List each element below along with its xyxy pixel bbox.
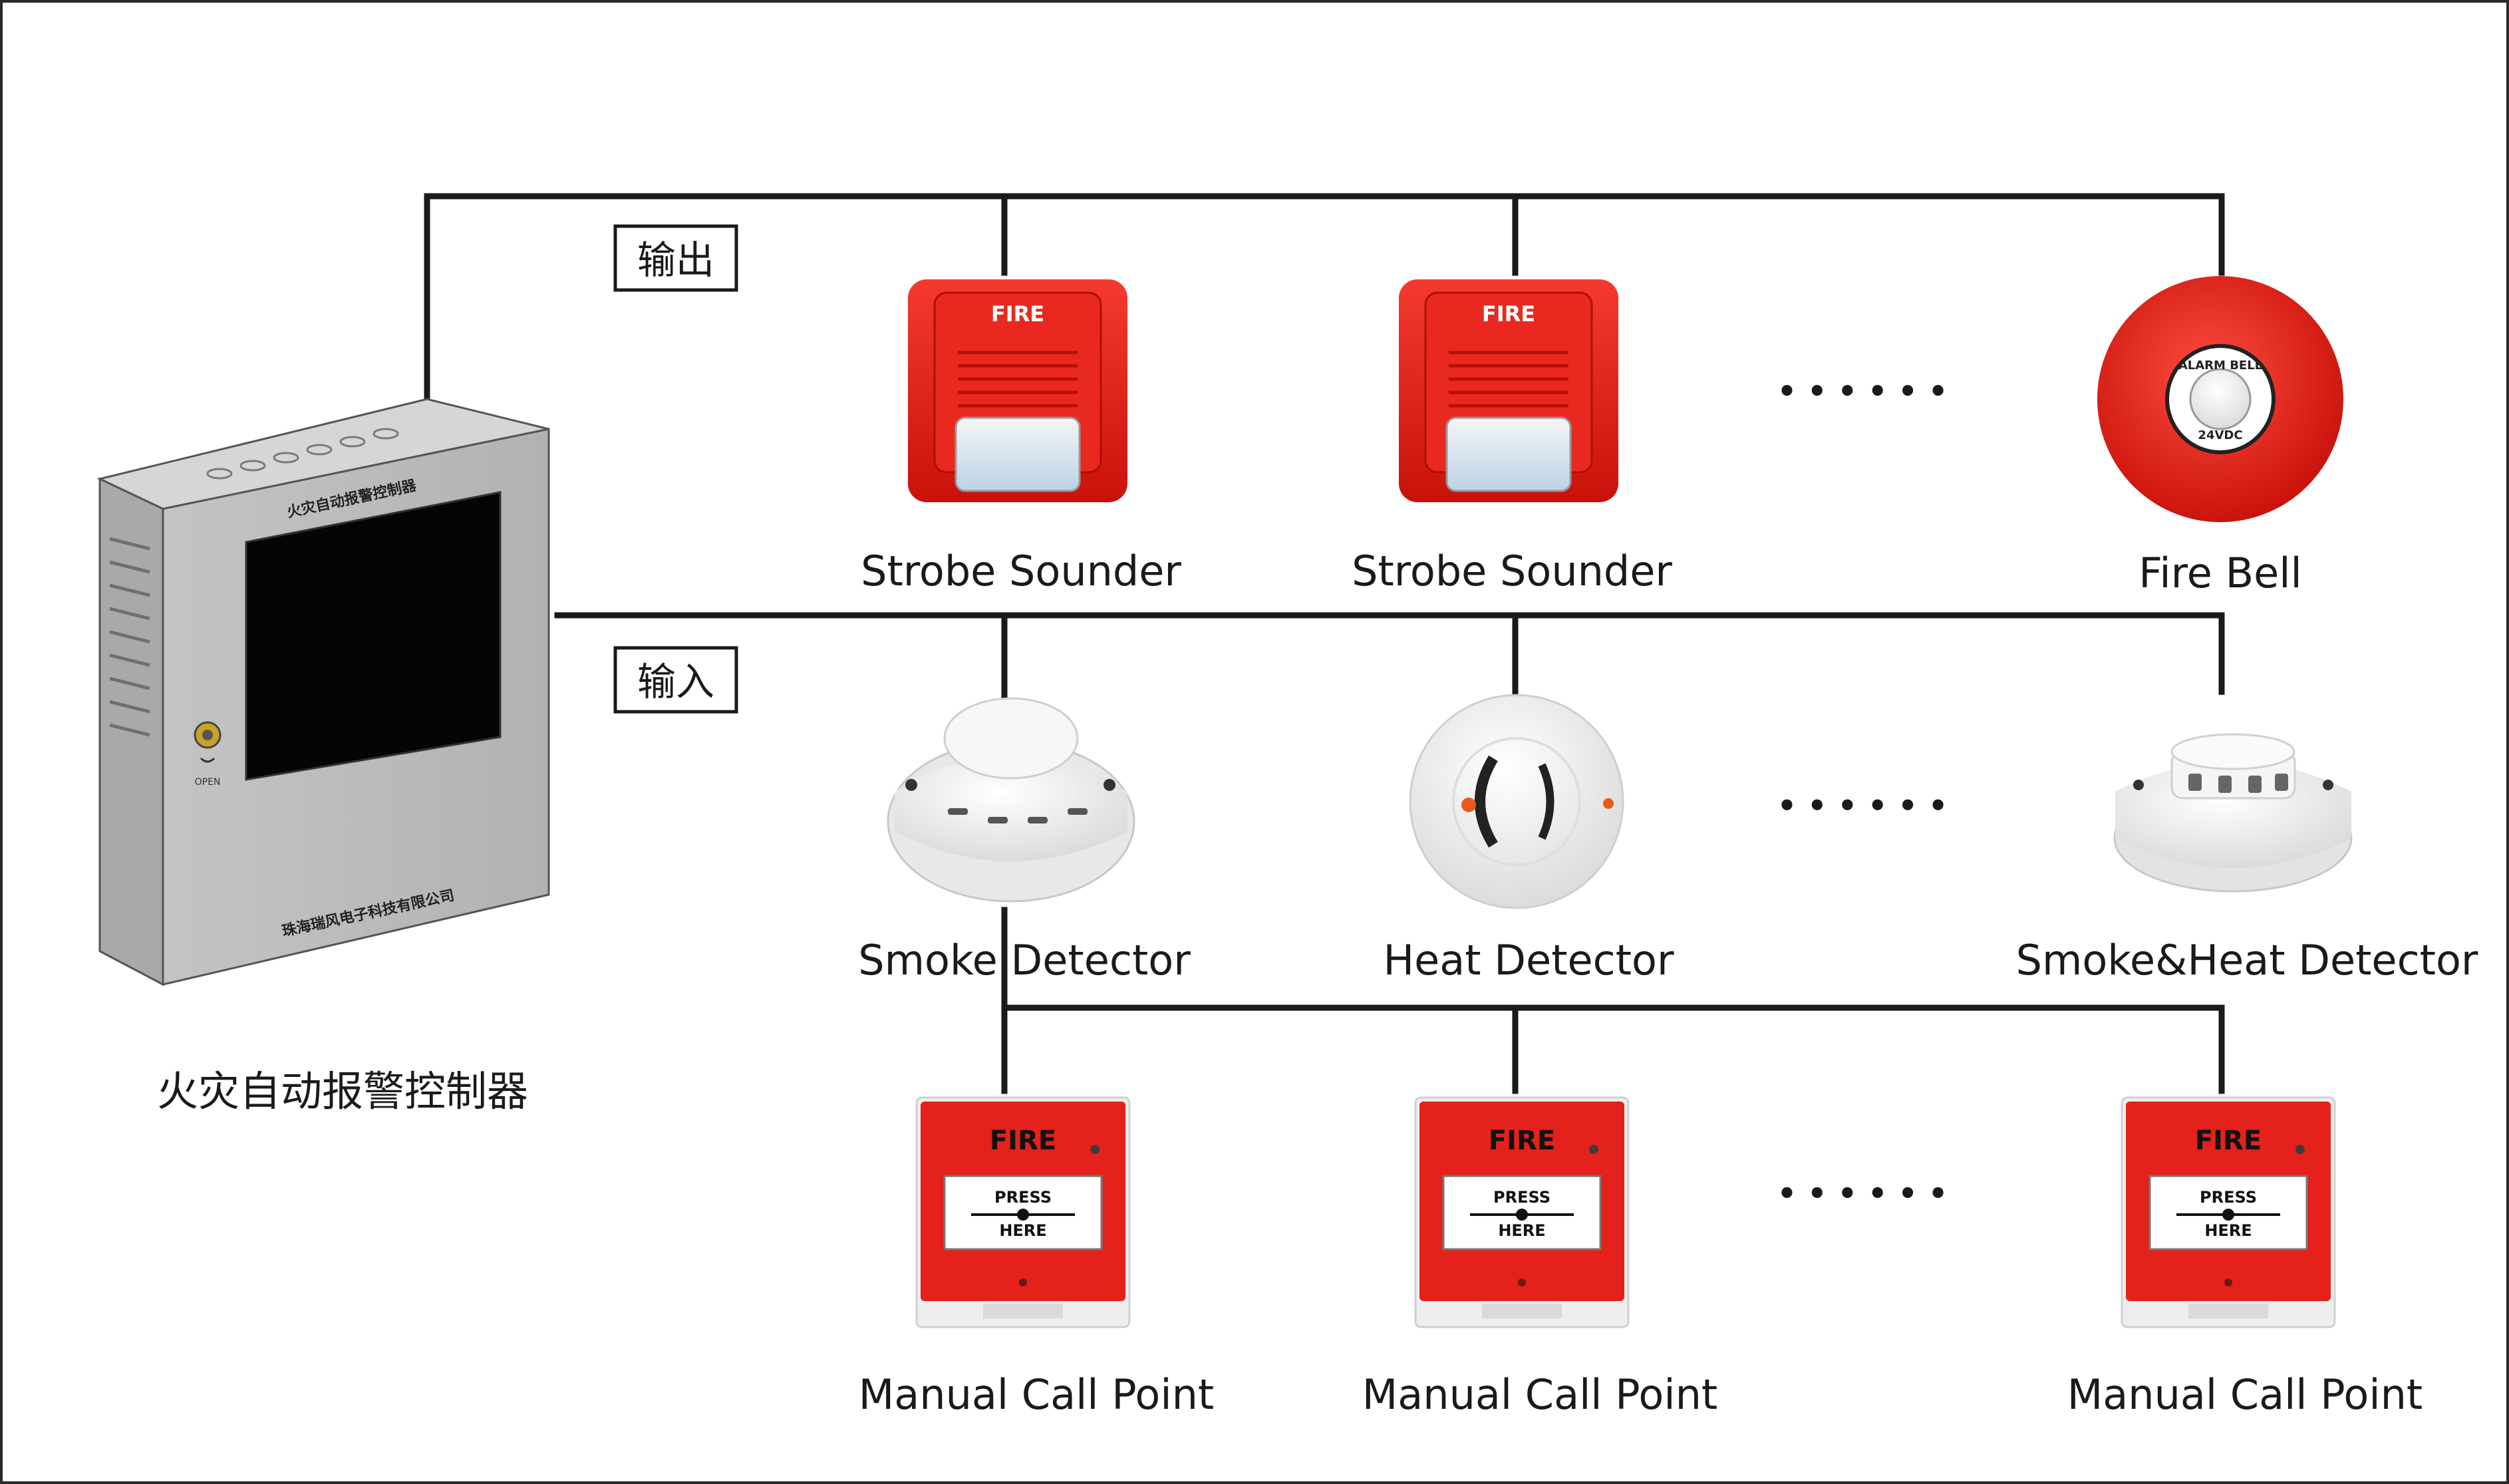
input-section-tag: 输入: [613, 646, 738, 714]
call-point-badge: FIRE: [2195, 1125, 2262, 1156]
manual-call-point-2: FIRE PRESS HERE: [1414, 1096, 1630, 1328]
strobe-sounder-1: FIRE: [908, 279, 1127, 502]
manual-call-point-3-label: Manual Call Point: [2067, 1370, 2423, 1419]
fire-bell-label: Fire Bell: [2139, 549, 2302, 597]
output-section-tag: 输出: [613, 224, 738, 292]
smoke-detector: [887, 697, 1135, 903]
manual-call-point-2-label: Manual Call Point: [1362, 1370, 1717, 1419]
strobe-badge: FIRE: [1482, 301, 1535, 327]
controller-screen: [245, 491, 502, 781]
strobe-badge: FIRE: [991, 301, 1044, 327]
strobe-lens: [955, 416, 1081, 492]
lock-icon: [194, 721, 221, 763]
smoke-heat-detector: [2113, 733, 2353, 893]
manual-call-point-3: FIRE PRESS HERE: [2121, 1096, 2336, 1328]
call-point-badge: FIRE: [1489, 1125, 1555, 1156]
smoke-heat-detector-label: Smoke&Heat Detector: [2016, 936, 2478, 984]
strobe-sounder-2-label: Strobe Sounder: [1352, 547, 1672, 595]
lock-label: OPEN: [195, 777, 221, 788]
controller-cabinet: 火灾自动报警控制器 OPEN 珠海瑞风电子科技有限公司: [96, 398, 550, 986]
strobe-sounder-2: FIRE: [1399, 279, 1618, 502]
wiring: [424, 193, 2225, 1094]
call-point-here: HERE: [1498, 1221, 1545, 1240]
vent-slots: [109, 537, 150, 737]
fire-bell: ALARM BELL 24VDC: [2097, 276, 2343, 522]
call-point-badge: FIRE: [990, 1125, 1056, 1156]
manual-call-point-1-label: Manual Call Point: [859, 1370, 1214, 1419]
bell-ring-top: ALARM BELL: [2178, 359, 2262, 372]
smoke-detector-label: Smoke Detector: [858, 936, 1191, 984]
heat-detector-label: Heat Detector: [1384, 936, 1674, 984]
call-point-press: PRESS: [2200, 1188, 2257, 1207]
call-point-press: PRESS: [1493, 1188, 1550, 1207]
controller-title: 火灾自动报警控制器: [157, 1067, 528, 1115]
call-point-press: PRESS: [994, 1188, 1052, 1207]
input-ellipsis: • • • • • •: [1777, 788, 1948, 823]
call-point-here: HERE: [999, 1221, 1046, 1240]
output-ellipsis: • • • • • •: [1777, 373, 1948, 409]
output-section-label: 输出: [637, 237, 714, 283]
call-point-here: HERE: [2204, 1221, 2252, 1240]
bell-ring-bottom: 24VDC: [2198, 428, 2242, 442]
cable-knockouts: [206, 428, 399, 480]
heat-detector: [1409, 694, 1624, 909]
strobe-lens: [1445, 416, 1572, 492]
output-bus: [424, 193, 2225, 429]
strobe-sounder-1-label: Strobe Sounder: [861, 547, 1181, 595]
manual-call-point-1: FIRE PRESS HERE: [915, 1096, 1131, 1328]
callpoint-ellipsis: • • • • • •: [1777, 1175, 1948, 1211]
input-section-label: 输入: [637, 659, 714, 704]
